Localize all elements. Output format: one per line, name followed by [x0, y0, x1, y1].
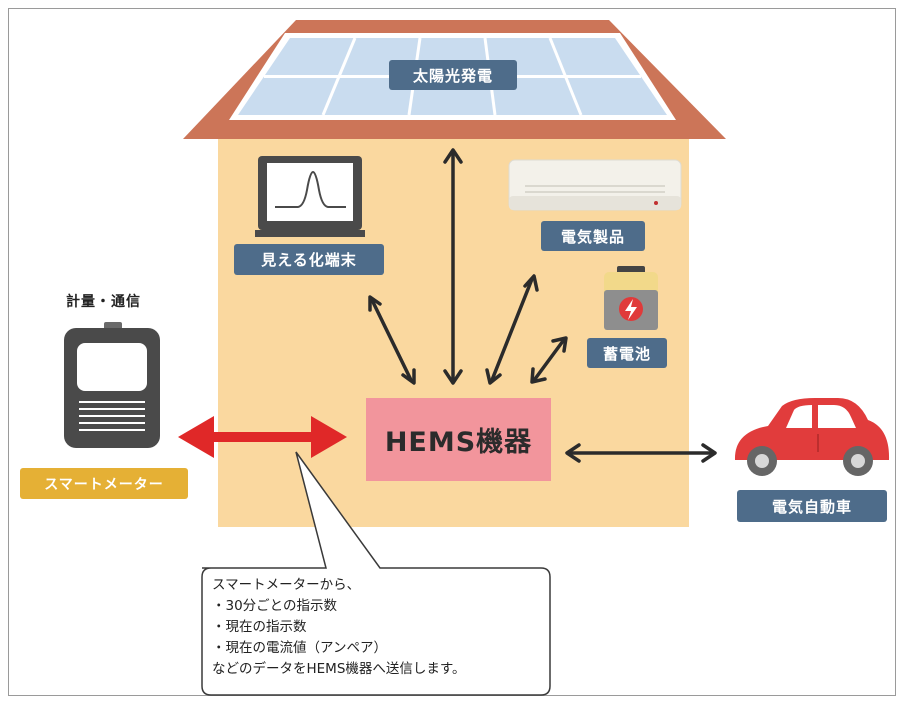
arrow-hems-ev: [565, 443, 717, 463]
note-text: スマートメーターから、 ・30分ごとの指示数 ・現在の指示数 ・現在の電流値（ア…: [212, 575, 542, 680]
label-appliances: 電気製品: [541, 221, 645, 251]
label-display-terminal: 見える化端末: [234, 244, 384, 275]
note-bubble: [201, 451, 551, 696]
battery-icon: [604, 266, 658, 330]
arrow-solar-hems: [443, 148, 463, 385]
hems-device-box: HEMS機器: [366, 398, 551, 481]
note-outro: などのデータをHEMS機器へ送信します。: [212, 661, 466, 677]
display-terminal-icon: [255, 156, 365, 237]
label-ev: 電気自動車: [737, 490, 887, 522]
note-intro: スマートメーターから、: [212, 577, 361, 593]
label-smart-meter: スマートメーター: [20, 468, 188, 499]
label-solar: 太陽光発電: [389, 60, 517, 90]
arrow-appliances-hems: [485, 274, 539, 385]
note-item: ・30分ごとの指示数: [212, 598, 338, 614]
air-conditioner-icon: [508, 159, 682, 211]
smart-meter-icon: [64, 322, 160, 448]
meter-caption: 計量・通信: [66, 294, 141, 310]
car-icon: [734, 398, 890, 476]
note-item: ・現在の指示数: [212, 619, 307, 635]
note-item: ・現在の電流値（アンペア）: [212, 640, 387, 656]
arrow-battery-hems: [530, 336, 568, 384]
label-storage-battery: 蓄電池: [587, 338, 667, 368]
arrow-meter-hems: [178, 416, 347, 458]
arrow-display-hems: [368, 295, 416, 385]
